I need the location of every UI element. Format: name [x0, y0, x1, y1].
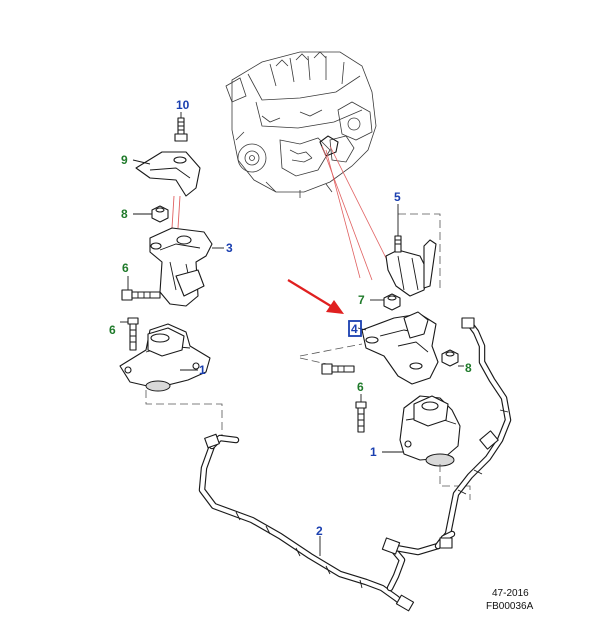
stud-bolt-10 [174, 112, 188, 142]
callout-6-left-lower: 6 [109, 323, 116, 337]
red-arrow-shaft [287, 279, 335, 309]
bolt-6-left-upper [121, 276, 161, 301]
callout-1-left: 1 [199, 363, 206, 377]
callout-9: 9 [121, 153, 128, 167]
callout-5: 5 [394, 190, 401, 204]
bolt-right-center [321, 363, 355, 375]
callout-4: 4 [351, 322, 358, 336]
engine-mount-1-right [382, 395, 461, 467]
callout-6-right: 6 [357, 380, 364, 394]
red-arrow-head [326, 300, 344, 314]
footer-line-2: FB00036A [486, 601, 534, 612]
dashed-guide-right [439, 464, 471, 500]
red-pointer-arrow [287, 279, 344, 314]
engine-assembly [225, 51, 377, 198]
bolt-6-right [355, 394, 367, 433]
callout-4-highlight-box [348, 320, 362, 337]
engine-guide-lines [321, 145, 389, 281]
callout-8-right: 8 [465, 361, 472, 375]
callout-10: 10 [176, 98, 190, 112]
bracket-5 [385, 204, 441, 297]
callout-2: 2 [316, 524, 323, 538]
callout-3: 3 [226, 241, 233, 255]
nut-8-right [441, 349, 464, 367]
callout-7: 7 [358, 293, 365, 307]
bracket-4 [357, 311, 439, 385]
hose-harness-2 [198, 317, 512, 612]
callout-1-right: 1 [370, 445, 377, 459]
bolt-6-left-lower [120, 317, 139, 351]
callout-8-left: 8 [121, 207, 128, 221]
upper-bracket-9 [132, 151, 201, 229]
callout-labels: 10 9 8 3 6 6 1 5 7 4 8 6 1 2 [109, 98, 472, 538]
dashed-guide-left [145, 390, 223, 436]
nut-8-left [133, 205, 169, 223]
dashed-guide-4 [299, 343, 363, 357]
mounting-bracket-3 [149, 227, 224, 307]
callout-6-left-upper: 6 [122, 261, 129, 275]
engine-mount-1-left [119, 323, 211, 392]
nut-7 [370, 293, 401, 311]
footer-line-1: 47-2016 [492, 588, 529, 599]
